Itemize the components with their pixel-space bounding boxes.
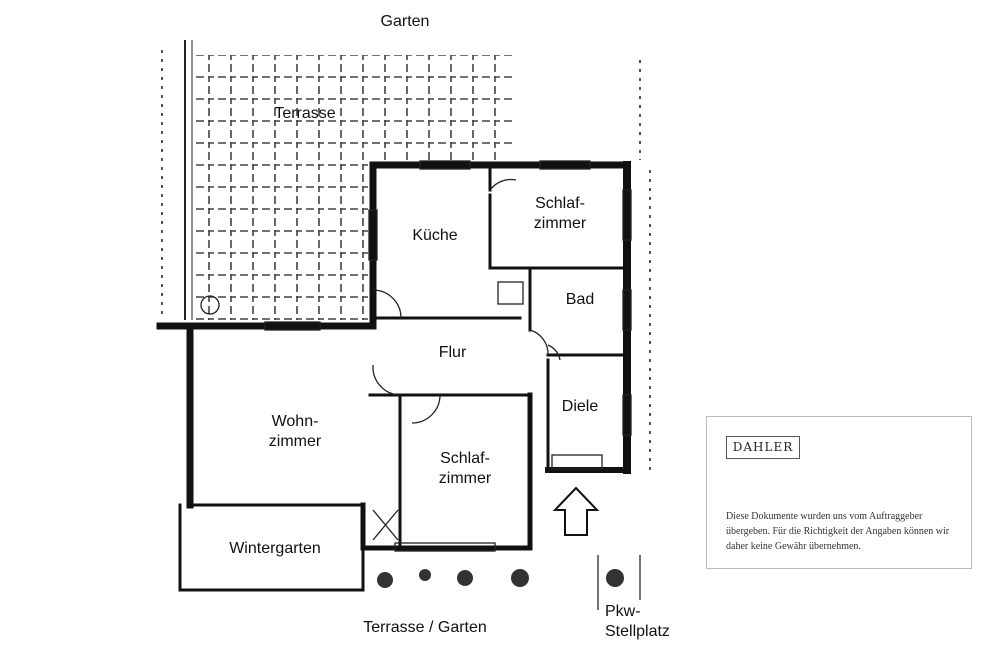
walls — [156, 161, 631, 592]
label-kueche: Küche — [412, 227, 458, 244]
label-garten: Garten — [380, 13, 430, 30]
label-flur: Flur — [438, 344, 467, 361]
label-terrasse-garten: Terrasse / Garten — [363, 619, 487, 636]
dahler-logo: DAHLER — [726, 436, 800, 459]
entrance-arrow-icon — [552, 486, 600, 536]
label-stellplatz: Pkw- Stellplatz — [605, 603, 670, 640]
plants — [377, 569, 624, 588]
label-diele: Diele — [561, 398, 599, 415]
label-wintergarten: Wintergarten — [229, 540, 321, 557]
label-bad: Bad — [565, 291, 595, 308]
doors — [200, 160, 632, 552]
disclaimer-text: Diese Dokumente wurden uns vom Auftragge… — [726, 511, 950, 552]
label-terrasse: Terrasse — [274, 105, 336, 122]
disclaimer-box: DAHLER Diese Dokumente wurden uns vom Au… — [706, 416, 972, 569]
label-schlafzimmer-1: Schlaf- zimmer — [533, 195, 587, 232]
label-wohnzimmer: Wohn- zimmer — [268, 413, 322, 450]
terrace-tiles — [192, 55, 370, 320]
label-schlafzimmer-2: Schlaf- zimmer — [438, 450, 492, 487]
